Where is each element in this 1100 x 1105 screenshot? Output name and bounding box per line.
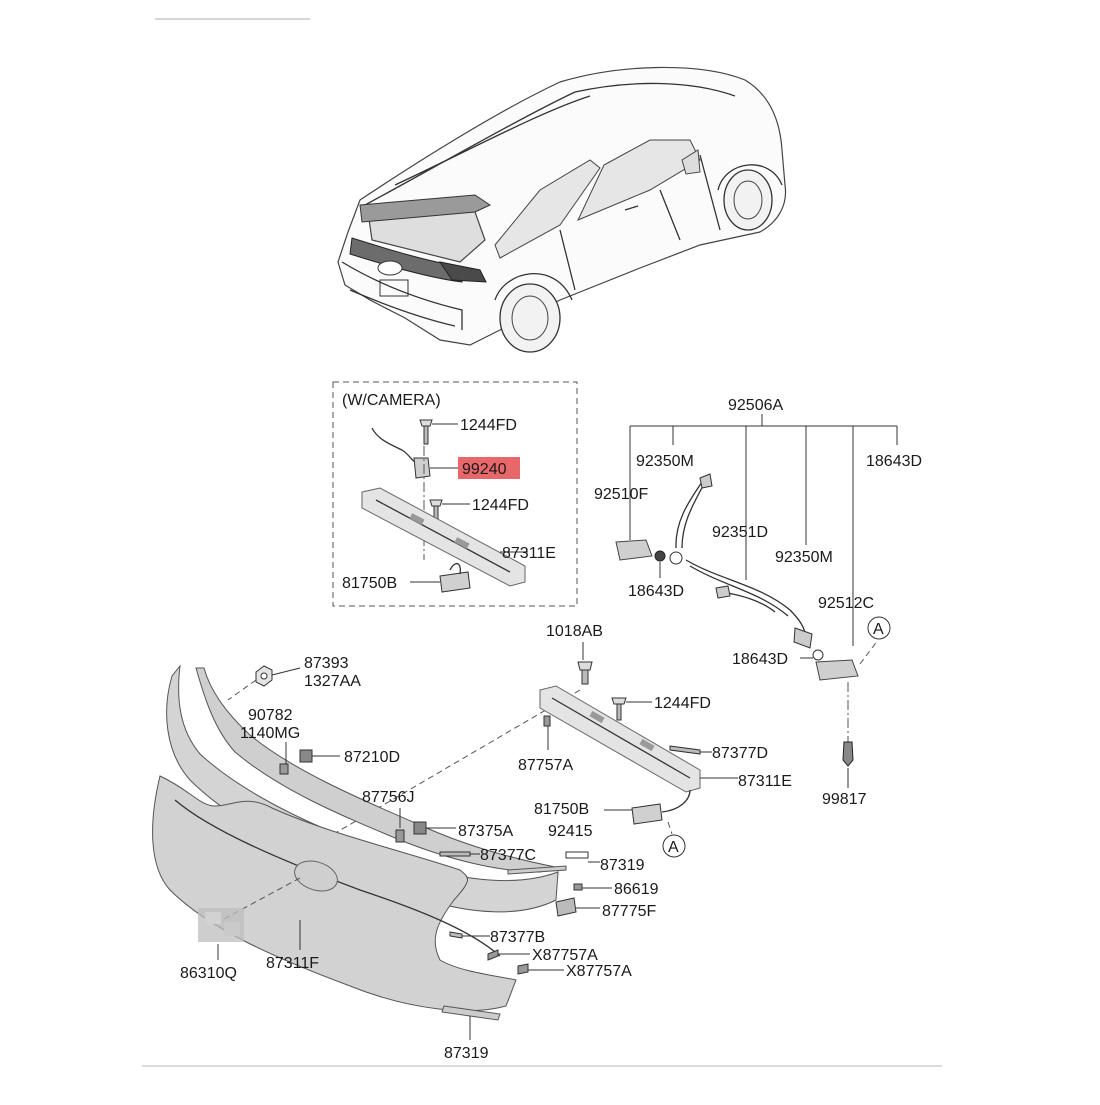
pad-87210D-icon: [299, 749, 313, 763]
label-X87757A-b: X87757A: [566, 963, 632, 980]
label-86619: 86619: [614, 881, 659, 898]
label-18643D-left: 18643D: [628, 583, 684, 600]
tape-87377C-icon: [439, 851, 471, 857]
tailgate-assembly: 1018AB 87393 1327AA 90782 1140MG 87210D: [152, 623, 792, 1062]
screw-icon: [419, 419, 433, 445]
screw-99817-icon: [842, 741, 854, 767]
wire-upper: [675, 481, 703, 549]
wire-main-b: [689, 565, 789, 617]
socket-lower-icon: [793, 627, 813, 649]
label-87319-bottom: 87319: [444, 1045, 489, 1062]
label-92351D: 92351D: [712, 524, 768, 541]
vehicle-illustration: [337, 66, 787, 353]
lamp-92512C-icon: [815, 659, 859, 681]
wire-main: [685, 559, 806, 636]
label-99817: 99817: [822, 791, 867, 808]
garnish-bracket-main: [539, 685, 701, 793]
callout-A-lower: [662, 834, 686, 858]
label-87319-top: 87319: [600, 857, 645, 874]
license-lamp-icon: [439, 571, 471, 593]
nut-icon: [255, 665, 273, 687]
label-87757A: 87757A: [518, 757, 573, 774]
label-87377D: 87377D: [712, 745, 768, 762]
camera-box-border: [332, 381, 578, 607]
label-87311E-camera: 87311E: [502, 545, 556, 562]
label-92415: 92415: [548, 823, 593, 840]
label-92512C: 92512C: [818, 595, 874, 612]
socket-icon: [669, 551, 683, 565]
license-lamp-lower-icon: [631, 803, 663, 825]
callout-A-lower-label: A: [668, 839, 679, 856]
label-92350M-mid: 92350M: [775, 549, 833, 566]
label-1244FD-camera-top: 1244FD: [460, 417, 517, 434]
label-81750B-main: 81750B: [534, 801, 589, 818]
label-18643D-lower: 18643D: [732, 651, 788, 668]
label-87377B: 87377B: [490, 929, 545, 946]
label-18643D-right: 18643D: [866, 453, 922, 470]
label-87375A: 87375A: [458, 823, 513, 840]
clip-86619-icon: [573, 883, 583, 891]
label-87210D: 87210D: [344, 749, 400, 766]
label-99240: 99240: [462, 461, 507, 478]
label-87377C: 87377C: [480, 847, 536, 864]
label-87756J: 87756J: [362, 789, 415, 806]
bulb-icon: [654, 550, 666, 562]
label-87393: 87393: [304, 655, 349, 672]
wiring-harness-group: 92506A 92350M 18643D 92510F 92351D 92350…: [594, 397, 922, 808]
label-1327AA: 1327AA: [304, 673, 361, 690]
emblem-86310Q-thumbnail: [198, 908, 244, 942]
label-87311E-main: 87311E: [738, 773, 792, 790]
clip-87757A-icon: [543, 715, 551, 727]
camera-cable: [371, 427, 421, 466]
label-86310Q: 86310Q: [180, 965, 237, 982]
wire-upper-b: [681, 479, 707, 549]
clip-87756J-icon: [395, 829, 405, 843]
lamp-92510F-icon: [615, 539, 653, 561]
screw-icon: [611, 697, 627, 721]
clip-X87757A-a-icon: [487, 949, 499, 961]
callout-A-top-label: A: [873, 621, 884, 638]
bulb-lower-icon: [812, 649, 824, 661]
strip-87319-lower: [441, 1005, 501, 1021]
label-90782: 90782: [248, 707, 293, 724]
pad-87775F-icon: [555, 897, 577, 917]
callout-A-top: [867, 616, 891, 640]
bolt-1018AB-icon: [577, 661, 593, 685]
label-81750B-camera: 81750B: [342, 575, 397, 592]
emblem-recess: [294, 860, 338, 892]
label-X87757A-a: X87757A: [532, 947, 598, 964]
label-87311F: 87311F: [266, 955, 319, 972]
camera-variant-box: (W/CAMERA) 1244FD 99240 1244FD 87311E: [332, 381, 578, 607]
strip-87319-upper: [507, 865, 567, 875]
label-92350M-top: 92350M: [636, 453, 694, 470]
label-87775F: 87775F: [602, 903, 656, 920]
label-1244FD-camera-mid: 1244FD: [472, 497, 529, 514]
clip-X87757A-b-icon: [517, 963, 529, 975]
clip-icon: [279, 763, 289, 775]
label-92506A: 92506A: [728, 397, 783, 414]
part-92415-icon: [565, 851, 589, 859]
camera-icon: [413, 457, 431, 479]
highlight-99240: [458, 457, 520, 479]
pad-87375A-icon: [413, 821, 427, 835]
tape-87377D-icon: [669, 745, 701, 755]
camera-box-title: (W/CAMERA): [342, 392, 441, 409]
label-1244FD-lower: 1244FD: [654, 695, 711, 712]
label-1140MG: 1140MG: [240, 725, 300, 742]
label-1018AB: 1018AB: [546, 623, 603, 640]
tape-87377B-icon: [449, 931, 463, 939]
label-92510F: 92510F: [594, 486, 648, 503]
